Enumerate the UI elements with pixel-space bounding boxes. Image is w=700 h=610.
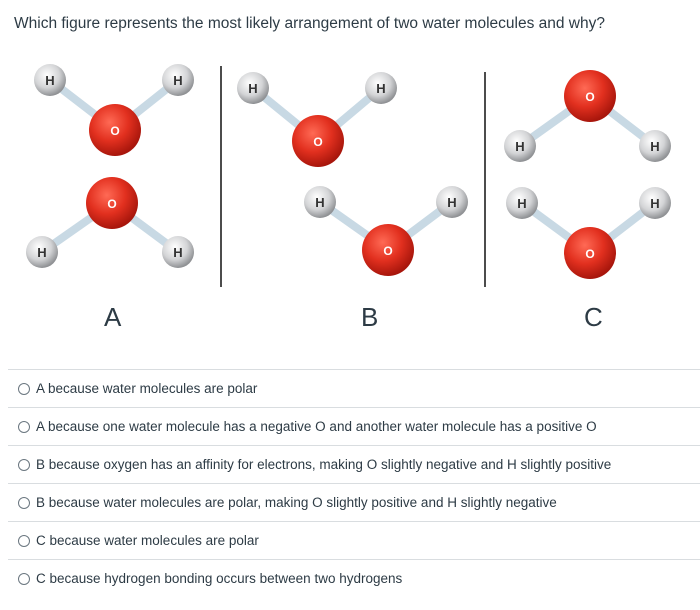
radio-button[interactable] bbox=[18, 496, 30, 509]
hydrogen-atom bbox=[436, 186, 468, 218]
option-label: A because water molecules are polar bbox=[36, 381, 258, 396]
hydrogen-atom bbox=[162, 236, 194, 268]
radio-button[interactable] bbox=[18, 420, 30, 433]
hydrogen-atom bbox=[162, 64, 194, 96]
radio-button[interactable] bbox=[18, 572, 30, 585]
atom-label: O bbox=[383, 244, 392, 258]
figure-b-label: B bbox=[361, 302, 379, 332]
radio-button[interactable] bbox=[18, 382, 30, 395]
atom-label: H bbox=[173, 73, 182, 88]
option-label: A because one water molecule has a negat… bbox=[36, 419, 597, 434]
atom-label: O bbox=[110, 124, 119, 138]
hydrogen-atom bbox=[504, 130, 536, 162]
answer-option[interactable]: C because hydrogen bonding occurs betwee… bbox=[8, 559, 700, 597]
answer-option[interactable]: A because water molecules are polar bbox=[8, 369, 700, 407]
oxygen-atom bbox=[86, 177, 138, 229]
atom-label: H bbox=[650, 139, 659, 154]
atom-label: H bbox=[515, 139, 524, 154]
oxygen-atom bbox=[362, 224, 414, 276]
answer-options: A because water molecules are polar A be… bbox=[8, 369, 700, 597]
radio-button[interactable] bbox=[18, 458, 30, 471]
oxygen-atom bbox=[292, 115, 344, 167]
atom-label: H bbox=[376, 81, 385, 96]
figure-b-molecules: H H O H H O bbox=[237, 72, 468, 276]
hydrogen-atom bbox=[26, 236, 58, 268]
hydrogen-atom bbox=[34, 64, 66, 96]
answer-option[interactable]: A because one water molecule has a negat… bbox=[8, 407, 700, 445]
question-text: Which figure represents the most likely … bbox=[14, 15, 605, 32]
atom-label: O bbox=[585, 247, 594, 261]
atom-label: H bbox=[517, 196, 526, 211]
option-label: C because hydrogen bonding occurs betwee… bbox=[36, 571, 403, 586]
hydrogen-atom bbox=[639, 187, 671, 219]
option-label: B because water molecules are polar, mak… bbox=[36, 495, 557, 510]
hydrogen-atom bbox=[237, 72, 269, 104]
atom-label: H bbox=[447, 195, 456, 210]
oxygen-atom bbox=[89, 104, 141, 156]
atom-label: O bbox=[107, 197, 116, 211]
oxygen-atom bbox=[564, 227, 616, 279]
atom-label: H bbox=[45, 73, 54, 88]
water-molecules-figure: H H O O H H H H O H H O bbox=[26, 64, 671, 287]
atom-label: H bbox=[650, 196, 659, 211]
hydrogen-atom bbox=[365, 72, 397, 104]
atom-label: O bbox=[313, 135, 322, 149]
figure-a-molecules: H H O O H H bbox=[26, 64, 194, 268]
figure-c-label: C bbox=[584, 302, 603, 332]
hydrogen-atom bbox=[304, 186, 336, 218]
hydrogen-atom bbox=[506, 187, 538, 219]
option-label: B because oxygen has an affinity for ele… bbox=[36, 457, 612, 472]
answer-option[interactable]: C because water molecules are polar bbox=[8, 521, 700, 559]
atom-label: O bbox=[585, 90, 594, 104]
oxygen-atom bbox=[564, 70, 616, 122]
atom-label: H bbox=[173, 245, 182, 260]
radio-button[interactable] bbox=[18, 534, 30, 547]
option-label: C because water molecules are polar bbox=[36, 533, 259, 548]
answer-option[interactable]: B because oxygen has an affinity for ele… bbox=[8, 445, 700, 483]
atom-label: H bbox=[37, 245, 46, 260]
figure-a-label: A bbox=[104, 302, 122, 332]
atom-label: H bbox=[315, 195, 324, 210]
atom-label: H bbox=[248, 81, 257, 96]
figure-c-molecules: O H H H H O bbox=[504, 70, 671, 279]
hydrogen-atom bbox=[639, 130, 671, 162]
answer-option[interactable]: B because water molecules are polar, mak… bbox=[8, 483, 700, 521]
